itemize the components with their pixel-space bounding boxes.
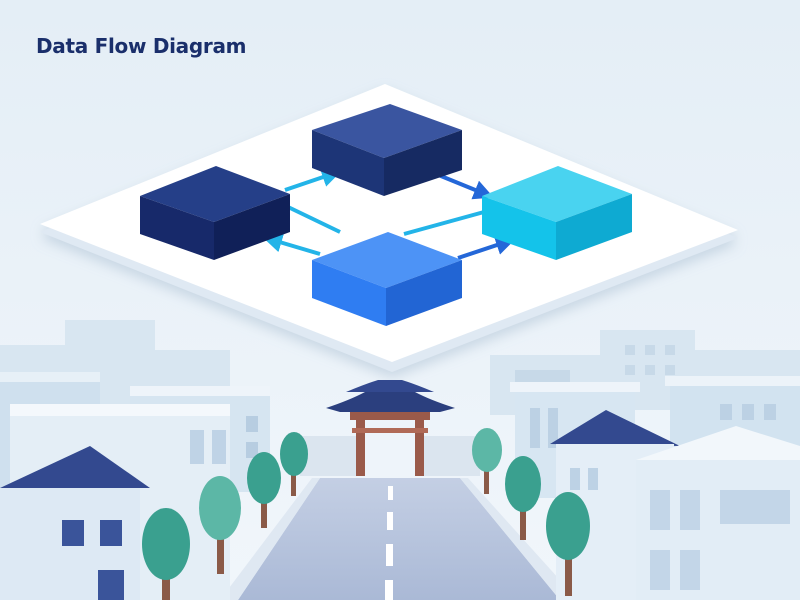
edge-bottom-to-right-link	[403, 210, 485, 236]
tree-icon-left-2	[247, 452, 281, 528]
gate-wall-right	[418, 436, 480, 476]
tree-icon-left-3	[199, 476, 241, 574]
building-icon-left-front	[0, 446, 150, 600]
diagram-platform	[40, 84, 738, 372]
page-title: Data Flow Diagram	[36, 34, 247, 58]
node-left	[140, 166, 290, 260]
tree-icon-left-4	[142, 508, 190, 600]
distant-windows	[515, 345, 675, 384]
tree-icon-right-2	[505, 456, 541, 540]
road-icon	[220, 478, 578, 600]
node-bottom	[312, 232, 462, 326]
tree-icon-right-1	[472, 428, 502, 494]
edge-bottom-to-right	[457, 235, 516, 260]
edge-top-to-right	[435, 172, 494, 200]
node-right	[482, 166, 632, 260]
gate-wall-left	[300, 436, 362, 476]
edge-left-to-bottom-link	[285, 204, 341, 234]
traditional-gate-icon	[326, 380, 455, 476]
edge-bottom-to-left	[262, 232, 321, 256]
diagram-edges	[262, 167, 516, 260]
node-top	[312, 104, 462, 196]
building-icon-right-front	[636, 426, 800, 600]
tree-icon-right-3	[546, 492, 590, 596]
edge-left-to-top	[284, 167, 342, 192]
tree-icon-left-1	[280, 432, 308, 496]
